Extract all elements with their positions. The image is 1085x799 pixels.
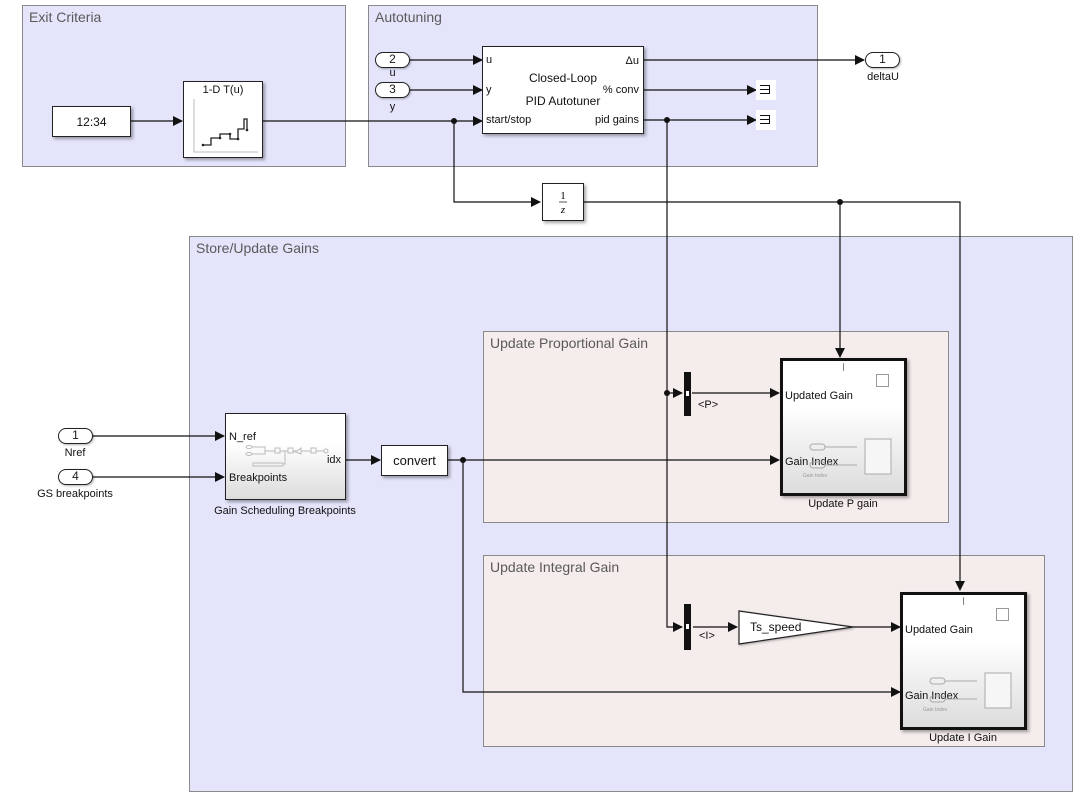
- unit-delay-num: 1: [560, 190, 566, 202]
- update-i-preview-icon: [929, 672, 1012, 709]
- update-p-preview-icon: [809, 438, 892, 475]
- junction-dot: [664, 390, 670, 396]
- inport-gs-label: GS breakpoints: [37, 488, 113, 500]
- pid-out-conv: % conv: [602, 84, 639, 96]
- gs-in-breakpoints: Breakpoints: [229, 472, 288, 484]
- wire-delay-out: [583, 201, 965, 591]
- port-number: 3: [389, 82, 396, 96]
- enable-checkbox-icon: [996, 608, 1009, 621]
- update-p-gain-block[interactable]: ⦚ Updated Gain Gain Index Gain Index: [780, 358, 907, 496]
- pid-in-start-stop: start/stop: [486, 114, 532, 126]
- pid-in-u: u: [486, 54, 493, 66]
- unit-delay-block[interactable]: 1 z: [542, 183, 584, 221]
- area-title: Update Proportional Gain: [490, 335, 648, 351]
- area-title: Update Integral Gain: [490, 559, 620, 575]
- area-autotuning[interactable]: Autotuning: [368, 5, 818, 167]
- unit-delay-fraction: 1 z: [559, 190, 567, 216]
- gain-scheduling-block[interactable]: N_ref Breakpoints idx: [225, 413, 346, 500]
- gs-block-name: Gain Scheduling Breakpoints: [214, 505, 356, 517]
- selector-p-label: <P>: [698, 399, 719, 411]
- gs-in-nref: N_ref: [229, 431, 256, 443]
- inport-nref[interactable]: 1: [58, 428, 93, 444]
- port-number: 1: [72, 428, 79, 442]
- inport-y-label: y: [389, 101, 396, 113]
- pid-title-line2: PID Autotuner: [525, 94, 601, 108]
- selector-slot: [685, 623, 690, 630]
- gs-subsystem-preview-icon: [245, 445, 329, 467]
- junction-dot: [664, 117, 670, 123]
- port-number: 4: [72, 469, 79, 483]
- lookup-title: 1-D T(u): [202, 84, 244, 96]
- trigger-icon: ⦚: [962, 597, 965, 608]
- convert-block[interactable]: convert: [381, 445, 448, 476]
- enable-checkbox-icon: [876, 374, 889, 387]
- update-p-mini-label: Gain Index: [803, 473, 828, 479]
- pid-out-delta-u: Δu: [625, 55, 639, 67]
- area-title: Store/Update Gains: [196, 240, 319, 256]
- pid-in-y: y: [486, 84, 492, 96]
- wire-gains-branch: [666, 120, 683, 632]
- convert-label: convert: [393, 453, 436, 468]
- trigger-icon: ⦚: [842, 363, 845, 374]
- selector-slot: [685, 390, 690, 397]
- inport-y[interactable]: 3: [375, 82, 410, 98]
- junction-dot: [837, 199, 843, 205]
- inport-nref-label: Nref: [64, 447, 86, 459]
- outport-deltau-label: deltaU: [867, 71, 899, 83]
- terminator-gains[interactable]: [756, 110, 776, 130]
- port-number: 1: [879, 52, 886, 66]
- update-i-in-updated: Updated Gain: [905, 624, 973, 636]
- outport-deltau[interactable]: 1: [865, 52, 900, 68]
- inport-u[interactable]: 2: [375, 52, 410, 68]
- terminator-icon: [760, 85, 770, 94]
- wire-branch-delay: [453, 121, 541, 207]
- wire-convert-i: [462, 460, 901, 697]
- constant-value: 12:34: [76, 115, 107, 129]
- update-i-mini-label: Gain Index: [923, 707, 948, 713]
- pid-title-line1: Closed-Loop: [528, 71, 598, 85]
- update-i-gain-name: Update I Gain: [929, 732, 997, 744]
- pid-out-gains: pid gains: [594, 114, 639, 126]
- selector-i-label: <I>: [699, 630, 715, 642]
- lookup-table-block[interactable]: 1-D T(u): [183, 81, 263, 158]
- area-title: Exit Criteria: [29, 9, 102, 25]
- selector-i-block[interactable]: [684, 604, 691, 650]
- update-p-gain-name: Update P gain: [808, 498, 878, 510]
- area-title: Autotuning: [375, 9, 442, 25]
- port-number: 2: [389, 52, 396, 66]
- lookup-stair-icon: [193, 99, 258, 153]
- terminator-icon: [760, 115, 770, 124]
- update-p-in-updated: Updated Gain: [785, 390, 853, 402]
- unit-delay-den: z: [560, 204, 566, 216]
- gain-ts-speed-label: Ts_speed: [750, 620, 802, 634]
- inport-gs-breakpoints[interactable]: 4: [58, 469, 93, 485]
- terminator-conv[interactable]: [756, 80, 776, 100]
- update-i-gain-block[interactable]: ⦚ Updated Gain Gain Index Gain Index: [900, 592, 1027, 730]
- gs-out-idx: idx: [326, 454, 341, 466]
- junction-dot: [460, 457, 466, 463]
- selector-p-block[interactable]: [684, 372, 691, 416]
- gain-ts-speed-block[interactable]: [736, 608, 856, 648]
- junction-dot: [451, 118, 457, 124]
- constant-block[interactable]: 12:34: [52, 106, 131, 137]
- pid-autotuner-block[interactable]: u y start/stop Δu % conv pid gains Close…: [482, 46, 644, 134]
- inport-u-label: u: [389, 67, 396, 79]
